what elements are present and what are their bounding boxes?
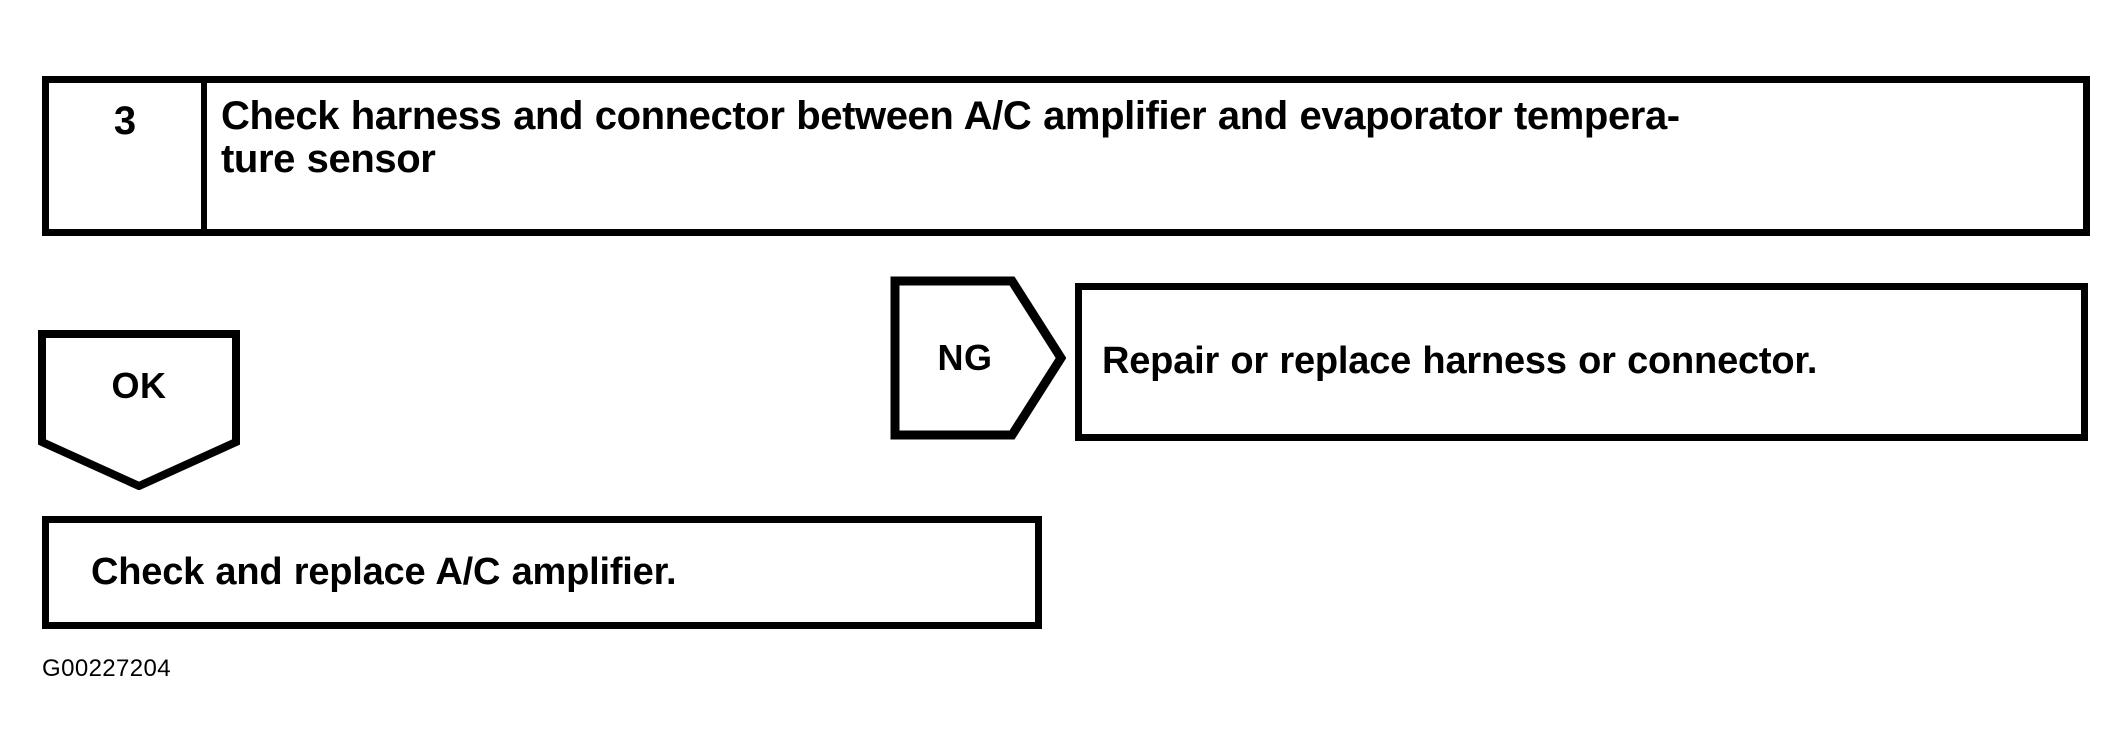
step-number-cell: 3 <box>49 83 207 229</box>
ok-result-text: Check and replace A/C amplifier. <box>91 550 677 593</box>
ng-result-box: Repair or replace harness or connector. <box>1075 283 2088 441</box>
ng-branch-right-arrow-icon <box>890 276 1066 440</box>
step-number: 3 <box>113 99 137 143</box>
ok-result-box: Check and replace A/C amplifier. <box>42 516 1042 629</box>
figure-code: G00227204 <box>42 655 172 682</box>
ok-branch-down-arrow-icon <box>38 330 240 490</box>
step-instruction-text: Check harness and connector between A/C … <box>221 94 1680 181</box>
step-instruction-cell: Check harness and connector between A/C … <box>207 83 2083 229</box>
ng-result-text: Repair or replace harness or connector. <box>1102 340 1818 383</box>
step-box: 3 Check harness and connector between A/… <box>42 76 2090 236</box>
